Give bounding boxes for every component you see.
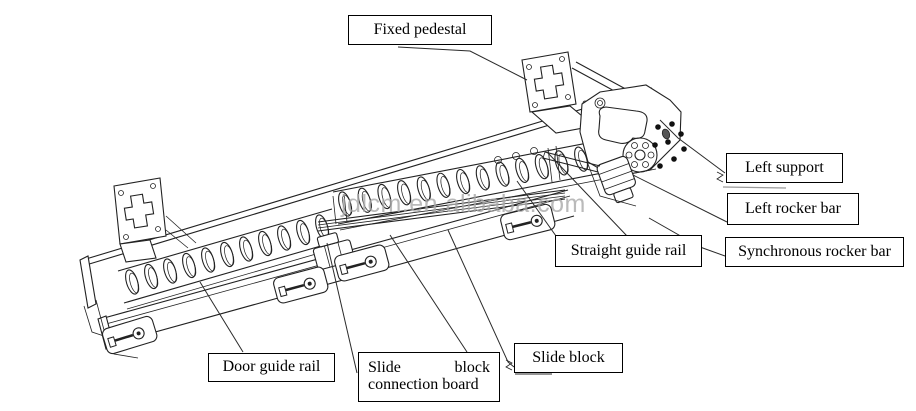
label-text: Left rocker bar [745,199,841,217]
zigzag-mark-1 [716,171,724,183]
zigzag-mark-2 [505,359,513,371]
label-line-2: connection board [368,376,479,393]
left-rocker-bar-part [542,151,637,207]
label-left-rocker-bar: Left rocker bar [727,193,859,225]
slide-block-part [596,155,636,204]
label-synchronous-rocker-bar: Synchronous rocker bar [725,237,904,267]
leader-connection-board-2 [389,234,468,353]
t-bolt-bracket [334,244,390,282]
label-straight-guide-rail: Straight guide rail [555,235,702,267]
rocker-flange [622,137,658,173]
label-door-guide-rail: Door guide rail [208,353,335,382]
leader-fixed-pedestal [397,46,528,81]
label-text: Door guide rail [222,358,321,376]
label-text: block [454,359,490,377]
t-bolt-bracket [500,203,556,241]
left-support-cutout [598,106,648,144]
label-text: Straight guide rail [570,241,687,259]
leader-left-support [659,119,726,174]
leader-straight-guide-rail-1 [546,151,628,237]
leader-left-rocker-bar [632,174,728,223]
label-slide-block-connection-board: Slide block connection board [358,352,500,402]
label-text: Synchronous rocker bar [738,242,891,260]
leader-straight-guide-rail-2 [516,180,557,237]
gray-underline [722,186,787,189]
leader-door-guide-rail [199,281,244,353]
leader-slide-block [447,229,515,368]
leader-lines [199,46,787,375]
label-slide-block: Slide block [514,343,623,373]
label-text: Slide block [532,348,605,366]
label-text: Slide [368,359,401,377]
rail-mount-brackets [101,203,556,355]
synchronous-rocker-bar-part [317,189,566,232]
rail-left-end-cap [79,255,97,309]
left-fixed-pedestal [113,177,197,263]
label-line-1: Slide block [368,359,490,377]
t-bolt-bracket [101,315,158,355]
label-text: Fixed pedestal [373,20,467,38]
leader-connection-board-1 [326,242,358,374]
t-bolt-bracket [273,266,329,304]
label-left-support: Left support [726,153,843,183]
label-fixed-pedestal: Fixed pedestal [348,15,492,45]
label-text: Left support [745,158,824,176]
